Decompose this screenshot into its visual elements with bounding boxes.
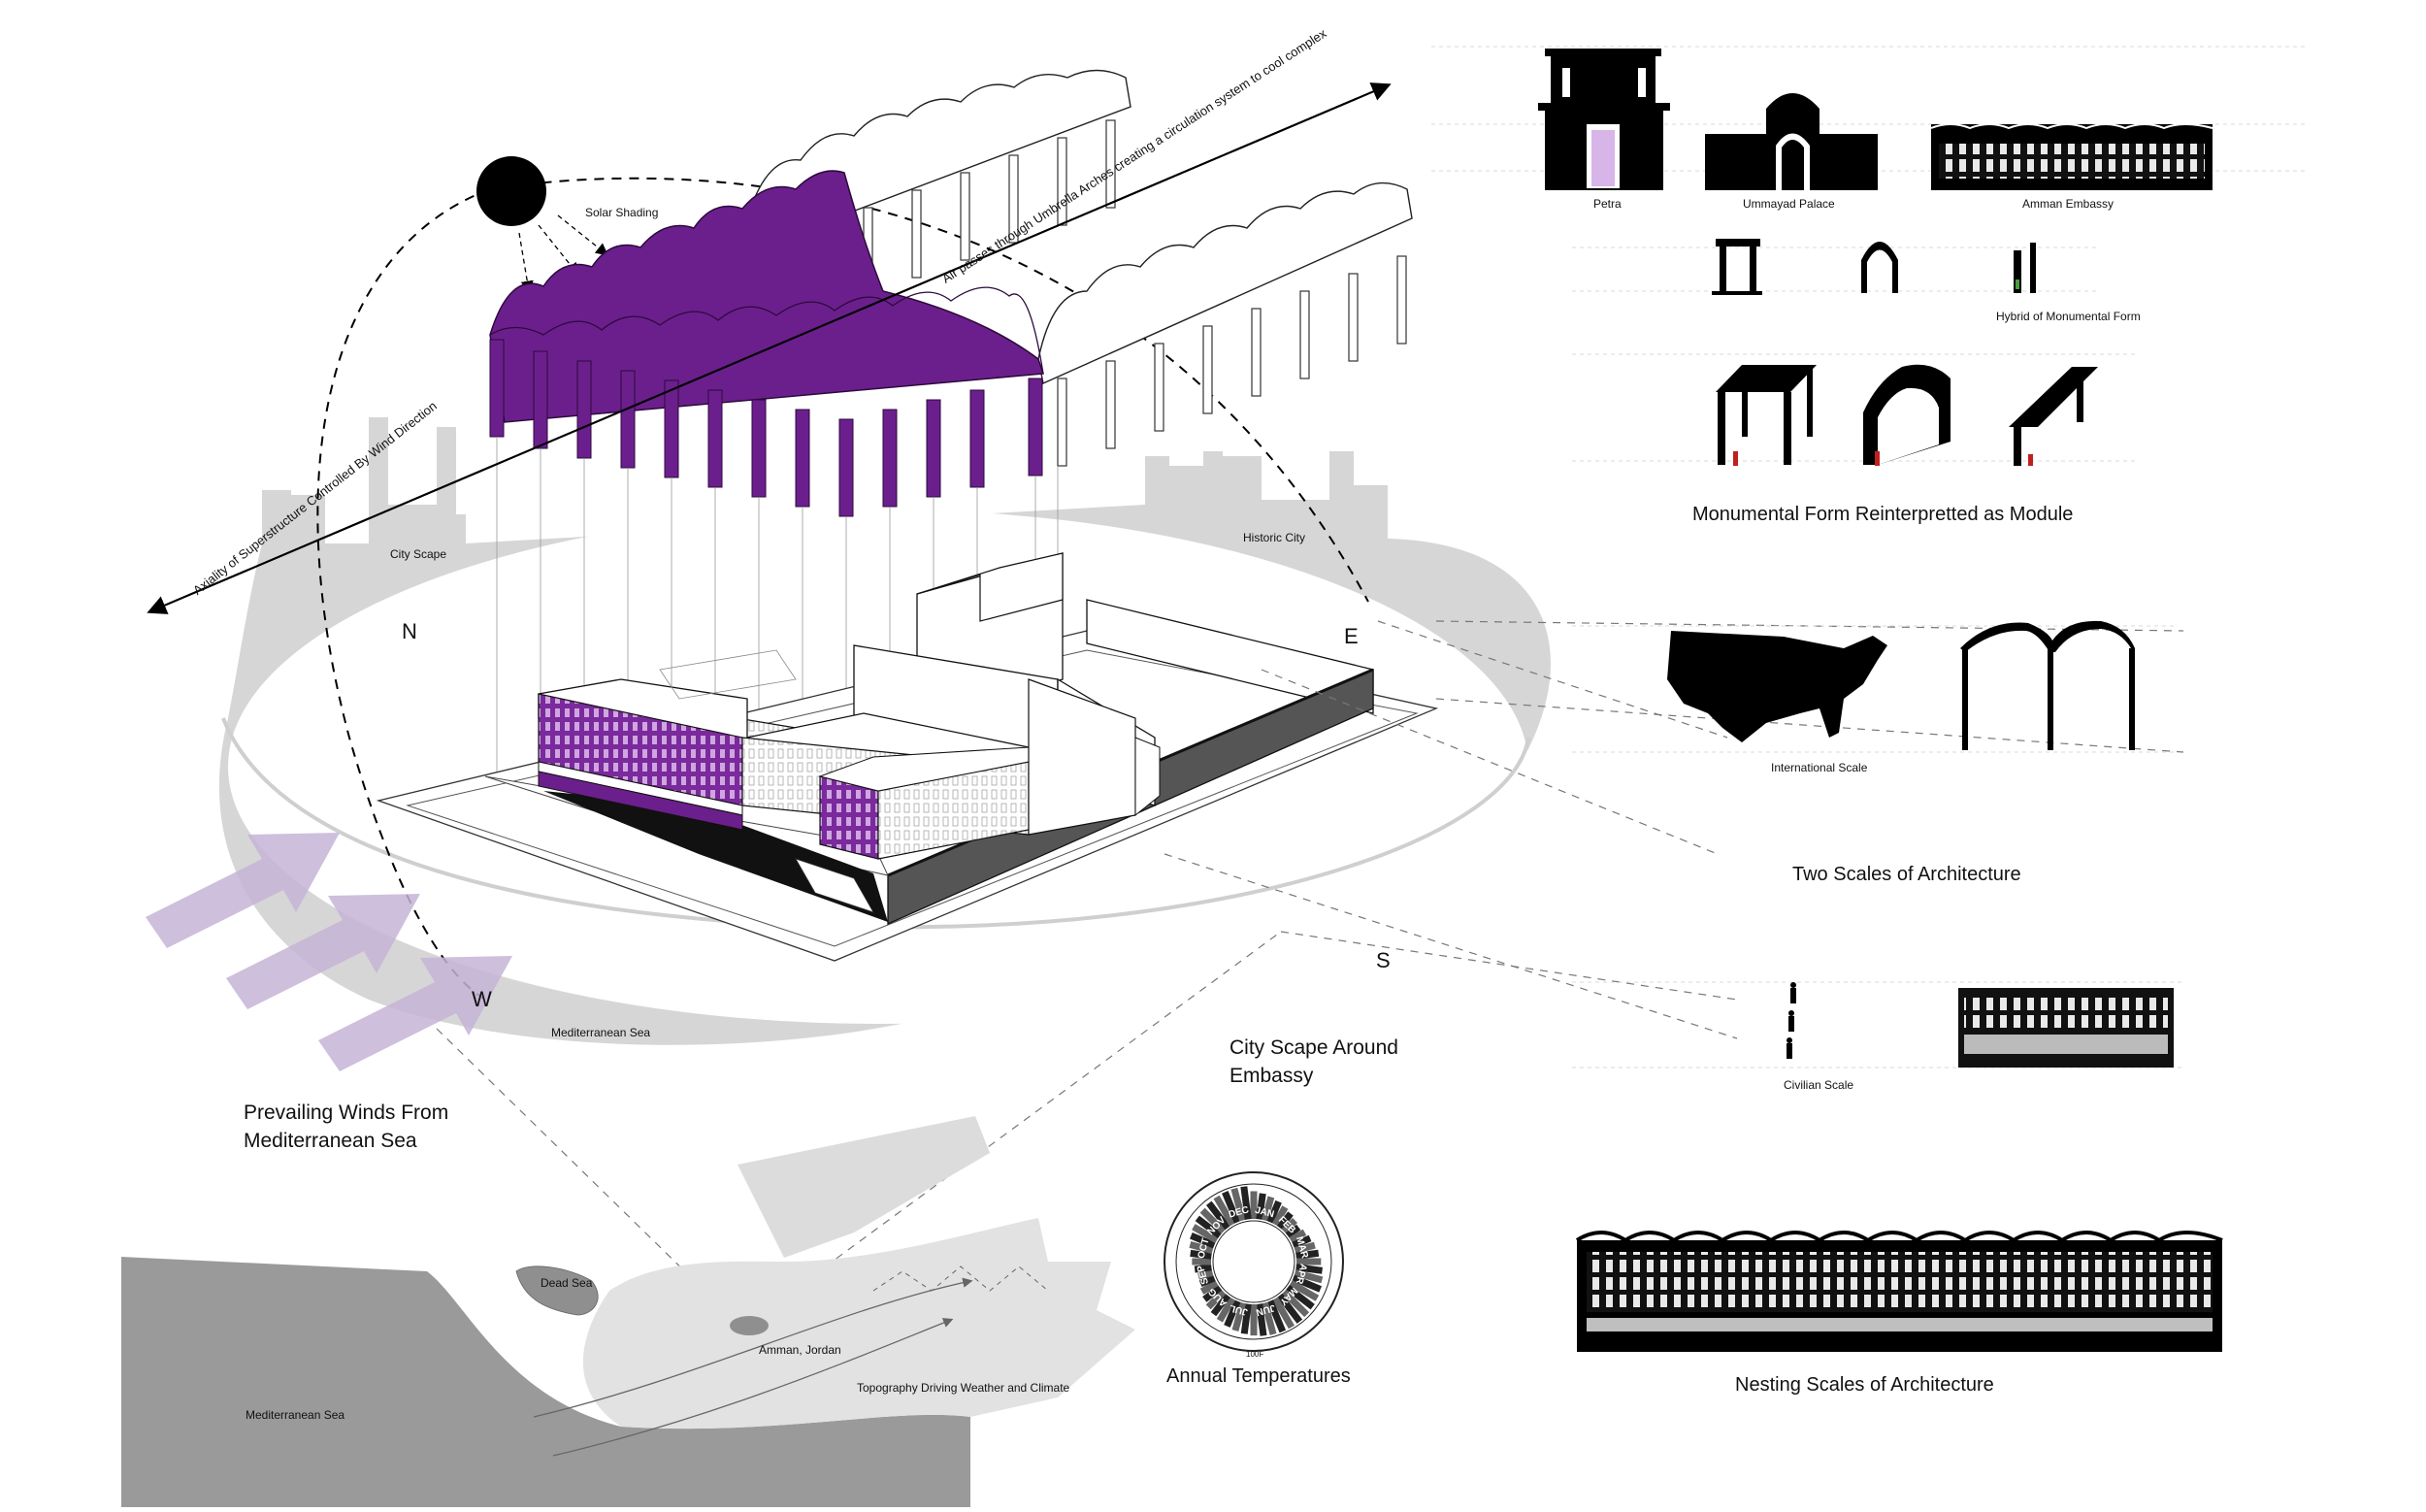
wheel-spoke (1205, 1289, 1227, 1310)
wheel-spoke (1256, 1303, 1267, 1336)
wheel-spoke (1206, 1200, 1230, 1231)
wheel-spoke (1199, 1279, 1219, 1295)
wheel-spoke (1240, 1303, 1252, 1334)
wheel-spoke (1277, 1293, 1303, 1324)
wheel-spoke (1271, 1205, 1289, 1227)
wheel-spoke (1197, 1269, 1214, 1280)
nesting-facade-icon (1575, 1231, 2223, 1352)
international-scale-label: International Scale (1771, 761, 1868, 774)
topography-label: Topography Driving Weather and Climate (857, 1381, 1070, 1395)
wheel-spoke (1189, 1241, 1214, 1254)
wheel-spoke (1285, 1224, 1301, 1238)
wind-arrows (146, 833, 512, 1071)
wheel-spoke (1199, 1207, 1227, 1234)
petra-icon (1538, 49, 1670, 190)
wheel-spoke (1194, 1264, 1212, 1273)
compass-east: E (1344, 624, 1359, 648)
civilian-scale-label: Civilian Scale (1784, 1078, 1854, 1092)
jordan-map (121, 1116, 1135, 1507)
historic-city-label: Historic City (1243, 531, 1306, 544)
wheel-spoke (1240, 1186, 1252, 1220)
compass-north: N (402, 619, 417, 643)
hybrid-form-icons (1712, 239, 2036, 295)
compass-south: S (1376, 948, 1391, 972)
temperature-wheel (1164, 1171, 1344, 1352)
wheel-spoke (1294, 1269, 1324, 1284)
wheel-spoke (1277, 1211, 1294, 1231)
usa-silhouette-icon (1667, 631, 1887, 742)
wheel-spoke (1230, 1187, 1246, 1222)
module-icons (1716, 364, 2098, 466)
city-scape-label: City Scape (390, 547, 447, 561)
prevailing-winds-label: Prevailing Winds From Mediterranean Sea (244, 1101, 449, 1152)
annual-temperatures-label: Annual Temperatures (1166, 1365, 1351, 1387)
wheel-spoke (1266, 1299, 1287, 1333)
wheel-spoke (1292, 1274, 1322, 1293)
wheel-spoke (1190, 1249, 1212, 1260)
wheel-spoke (1295, 1264, 1324, 1274)
petra-label: Petra (1593, 197, 1622, 211)
mediterranean-sea-label-upper: Mediterranean Sea (551, 1026, 651, 1039)
two-arch-icon (1960, 620, 2135, 750)
wheel-spoke (1289, 1279, 1320, 1301)
mediterranean-sea-label-lower: Mediterranean Sea (246, 1408, 345, 1422)
wind-axis-arrows (147, 82, 1392, 614)
solar-orbit (316, 156, 1369, 1001)
dead-sea-label: Dead Sea (541, 1276, 593, 1290)
wheel-spoke (1292, 1234, 1312, 1249)
wheel-spoke (1216, 1297, 1236, 1323)
wheel-spoke (1213, 1195, 1236, 1227)
wheel-spoke (1285, 1285, 1315, 1310)
module-title: Monumental Form Reinterpretted as Module (1692, 504, 2074, 525)
compass-west: W (472, 987, 492, 1011)
wheel-spoke (1295, 1249, 1320, 1260)
temperature-scale-label: 100F (1246, 1350, 1264, 1359)
wheel-spoke (1202, 1285, 1223, 1302)
amman-embassy-label: Amman Embassy (2022, 197, 2115, 211)
wheel-spoke (1256, 1193, 1266, 1220)
wheel-spoke (1294, 1241, 1316, 1254)
hybrid-form-label: Hybrid of Monumental Form (1996, 310, 2141, 323)
city-scape-around-label: City Scape Around Embassy (1229, 1036, 1398, 1087)
wheel-spoke (1262, 1196, 1275, 1222)
right-panel-guides (1431, 46, 2305, 1068)
ummayad-palace-icon (1705, 93, 1878, 190)
wheel-spoke (1281, 1218, 1297, 1234)
embassy-complex (376, 552, 1439, 962)
wheel-spoke (1271, 1297, 1295, 1330)
wheel-spoke (1195, 1215, 1223, 1238)
nesting-scales-title: Nesting Scales of Architecture (1735, 1374, 1994, 1396)
wheel-spoke (1262, 1301, 1277, 1335)
facade-strip-icon (1958, 988, 2174, 1068)
wheel-spoke (1231, 1301, 1246, 1331)
civilian-figures-icon (1787, 982, 1796, 1059)
wheel-spokes (1189, 1186, 1324, 1336)
wheel-spoke (1210, 1293, 1230, 1317)
amman-label: Amman, Jordan (759, 1343, 841, 1357)
wheel-spoke (1192, 1224, 1219, 1244)
wheel-spoke (1190, 1233, 1216, 1249)
amman-embassy-icon (1930, 123, 2213, 190)
wheel-spoke (1224, 1299, 1241, 1328)
wheel-spoke (1266, 1200, 1282, 1224)
wheel-spoke (1198, 1274, 1216, 1287)
ummayad-palace-label: Ummayad Palace (1743, 197, 1835, 211)
wheel-spoke (1222, 1191, 1241, 1224)
wheel-spoke (1289, 1229, 1307, 1244)
sun-icon (476, 156, 546, 226)
solar-shading-label: Solar Shading (585, 206, 659, 219)
wheel-spoke (1281, 1289, 1310, 1318)
two-scales-title: Two Scales of Architecture (1792, 864, 2021, 885)
